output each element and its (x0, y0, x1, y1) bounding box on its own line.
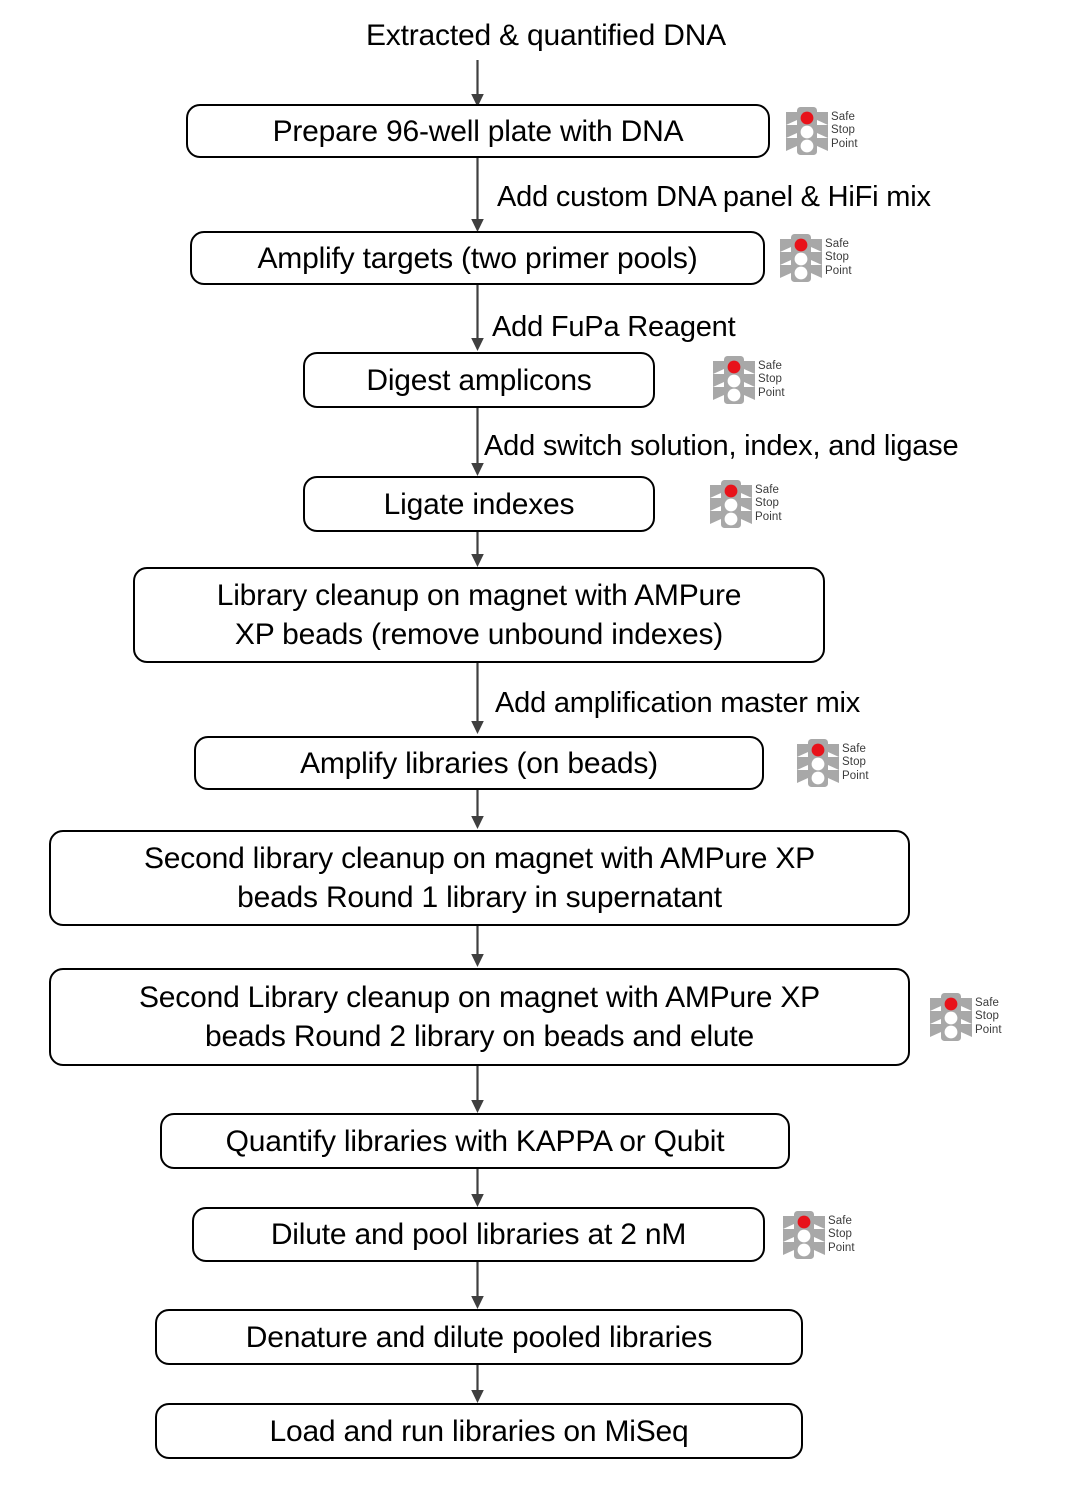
safe-stop-point-label: Safe Stop Point (825, 237, 852, 277)
edge-label-add-custom-dna-panel: Add custom DNA panel & HiFi mix (497, 181, 931, 213)
process-node-second-cleanup-round1[interactable]: Second library cleanup on magnet with AM… (49, 830, 910, 926)
safe-stop-point-label: Safe Stop Point (828, 1214, 855, 1254)
traffic-light-icon (797, 739, 839, 787)
connector-start-to-n1 (466, 60, 490, 108)
safe-stop-point-label: Safe Stop Point (758, 359, 785, 399)
safe-stop-point-marker: Safe Stop Point (783, 1209, 855, 1261)
connector-n10-to-n11 (466, 1262, 490, 1310)
connector-n4-to-n5 (466, 532, 490, 568)
connector-n8-to-n9 (466, 1066, 490, 1114)
safe-stop-point-marker: Safe Stop Point (780, 232, 852, 284)
connector-n2-to-n3 (466, 285, 490, 353)
connector-n11-to-n12 (466, 1365, 490, 1404)
traffic-light-icon (930, 993, 972, 1041)
traffic-light-icon (783, 1211, 825, 1259)
safe-stop-point-label: Safe Stop Point (975, 996, 1002, 1036)
process-node-second-cleanup-round2[interactable]: Second Library cleanup on magnet with AM… (49, 968, 910, 1066)
safe-stop-point-marker: Safe Stop Point (713, 354, 785, 406)
edge-label-add-fupa-reagent: Add FuPa Reagent (492, 311, 736, 343)
start-label: Extracted & quantified DNA (366, 19, 726, 52)
process-node-dilute-and-pool[interactable]: Dilute and pool libraries at 2 nM (192, 1207, 765, 1262)
process-node-quantify-libraries[interactable]: Quantify libraries with KAPPA or Qubit (160, 1113, 790, 1169)
safe-stop-point-marker: Safe Stop Point (797, 737, 869, 789)
connector-n1-to-n2 (466, 158, 490, 234)
connector-n5-to-n6 (466, 663, 490, 736)
connector-n9-to-n10 (466, 1169, 490, 1208)
safe-stop-point-marker: Safe Stop Point (786, 105, 858, 157)
process-node-amplify-libraries[interactable]: Amplify libraries (on beads) (194, 736, 764, 790)
safe-stop-point-label: Safe Stop Point (842, 742, 869, 782)
process-node-digest-amplicons[interactable]: Digest amplicons (303, 352, 655, 408)
process-node-prepare-plate[interactable]: Prepare 96-well plate with DNA (186, 104, 770, 158)
traffic-light-icon (713, 356, 755, 404)
process-node-denature-and-dilute[interactable]: Denature and dilute pooled libraries (155, 1309, 803, 1365)
process-node-load-and-run[interactable]: Load and run libraries on MiSeq (155, 1403, 803, 1459)
safe-stop-point-marker: Safe Stop Point (930, 991, 1002, 1043)
connector-n6-to-n7 (466, 790, 490, 830)
safe-stop-point-label: Safe Stop Point (755, 483, 782, 523)
process-node-ligate-indexes[interactable]: Ligate indexes (303, 476, 655, 532)
process-node-library-cleanup[interactable]: Library cleanup on magnet with AMPure XP… (133, 567, 825, 663)
traffic-light-icon (786, 107, 828, 155)
edge-label-add-amplification-master-mix: Add amplification master mix (495, 687, 861, 719)
traffic-light-icon (710, 480, 752, 528)
safe-stop-point-marker: Safe Stop Point (710, 478, 782, 530)
traffic-light-icon (780, 234, 822, 282)
edge-label-add-switch-solution: Add switch solution, index, and ligase (484, 430, 959, 462)
connector-n7-to-n8 (466, 926, 490, 968)
safe-stop-point-label: Safe Stop Point (831, 110, 858, 150)
process-node-amplify-targets[interactable]: Amplify targets (two primer pools) (190, 231, 765, 285)
